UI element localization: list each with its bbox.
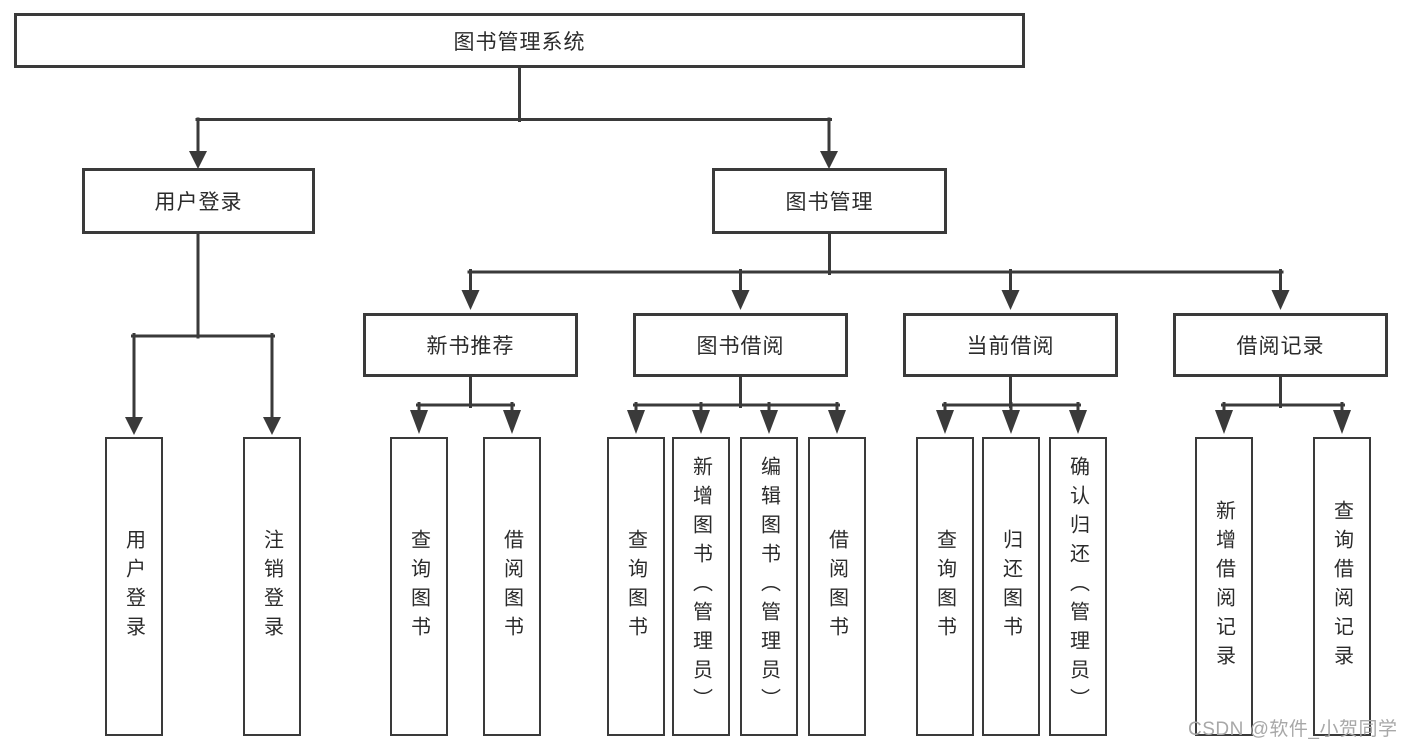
node-new-books: 新书推荐: [363, 313, 578, 377]
leaf-add-borrow-record: 新增借阅记录: [1195, 437, 1253, 736]
connector-user-login-children: [125, 232, 281, 435]
node-current-borrow: 当前借阅: [903, 313, 1118, 377]
csdn-watermark: CSDN @软件_小贺同学: [1188, 719, 1398, 740]
node-user-login: 用户登录: [82, 168, 315, 234]
leaf-user-login: 用户登录: [105, 437, 163, 736]
leaf-confirm-return-admin: 确认归还（管理员）: [1049, 437, 1107, 736]
node-borrow-records: 借阅记录: [1173, 313, 1388, 377]
leaf-query-books-newbooks: 查询图书: [390, 437, 448, 736]
leaf-borrow-books-newbooks: 借阅图书: [483, 437, 541, 736]
node-root-library-system: 图书管理系统: [14, 13, 1025, 68]
leaf-borrow-books-borrow: 借阅图书: [808, 437, 866, 736]
leaf-query-borrow-record: 查询借阅记录: [1313, 437, 1371, 736]
leaf-edit-book-admin: 编辑图书（管理员）: [740, 437, 798, 736]
connector-book-borrow-children: [627, 375, 846, 434]
connector-current-borrow-children: [936, 375, 1087, 434]
connector-book-management-to-level3: [461, 232, 1290, 310]
leaf-logout: 注销登录: [243, 437, 301, 736]
connector-root-to-level2: [189, 64, 838, 169]
leaf-return-book: 归还图书: [982, 437, 1040, 736]
leaf-add-book-admin: 新增图书（管理员）: [672, 437, 730, 736]
leaf-query-books-borrow: 查询图书: [607, 437, 665, 736]
node-book-borrow: 图书借阅: [633, 313, 848, 377]
connector-borrow-records-children: [1215, 375, 1351, 434]
connector-new-books-children: [410, 375, 521, 434]
leaf-query-books-current: 查询图书: [916, 437, 974, 736]
node-book-management: 图书管理: [712, 168, 947, 234]
